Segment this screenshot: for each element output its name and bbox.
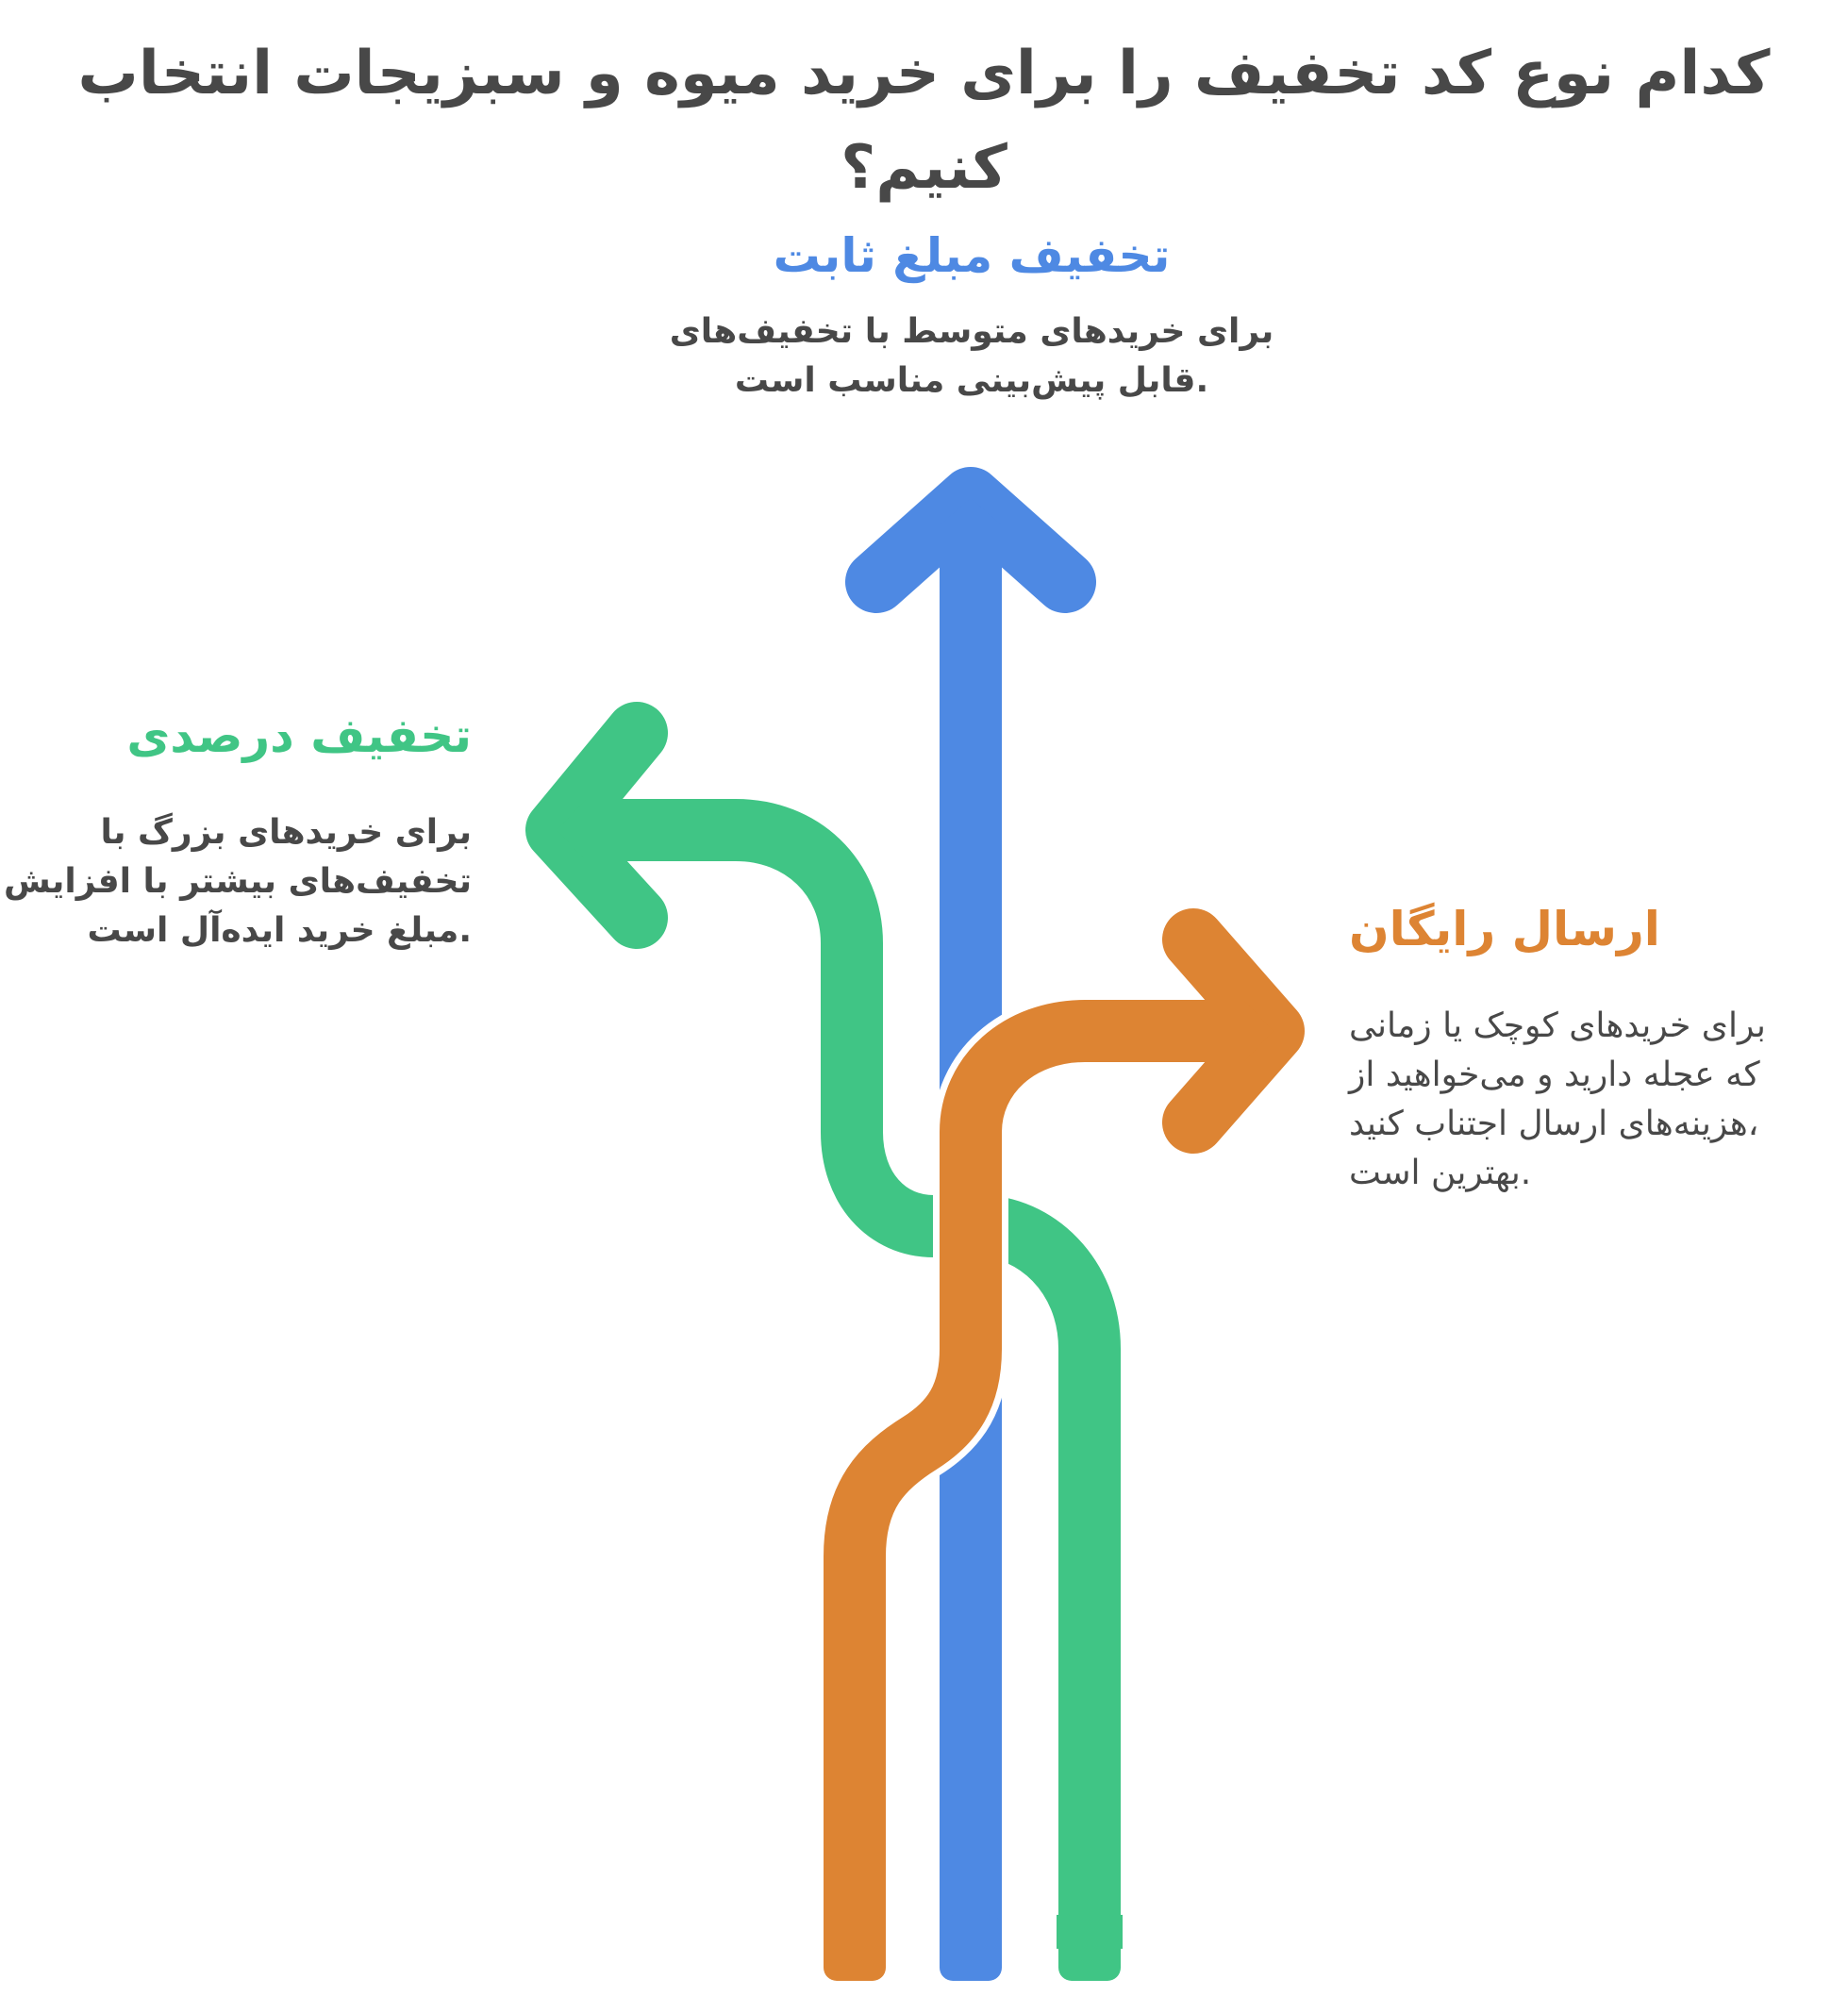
desc-line: .مبلغ خرید ایده‌آل است [87,911,472,950]
option-fixed-description: برای خریدهای متوسط با تخفیف‌های .قابل پی… [641,308,1302,406]
arrow-left-icon [525,702,1123,1949]
desc-line: برای خریدهای کوچک یا زمانی [1349,1006,1766,1045]
option-free-shipping-heading: ارسال رایگان [1349,896,1848,962]
option-percentage-heading: تخفیف درصدی [126,708,472,763]
option-percentage: تخفیف درصدی برای خریدهای بزرگ با تخفیف‌ه… [0,703,472,956]
arrow-right-icon [817,908,1305,1949]
arrow-tails [824,1915,1121,1981]
desc-line: تخفیف‌های بیشتر با افزایش [3,862,472,901]
desc-line: ،هزینه‌های ارسال اجتناب کنید [1349,1105,1759,1143]
option-fixed-heading: تخفیف مبلغ ثابت [773,228,1171,283]
option-percentage-description: برای خریدهای بزرگ با تخفیف‌های بیشتر با … [0,808,472,956]
page-title: کدام نوع کد تخفیف را برای خرید میوه و سب… [77,39,1771,203]
desc-line: .قابل پیش‌بینی مناسب است [734,361,1209,400]
desc-line: که عجله دارید و می‌خواهید از [1349,1056,1760,1094]
desc-line: برای خریدهای بزرگ با [100,813,472,852]
option-free-shipping-description: برای خریدهای کوچک یا زمانی که عجله دارید… [1349,1002,1848,1198]
desc-line: .بهترین است [1349,1154,1532,1192]
desc-line: برای خریدهای متوسط با تخفیف‌های [669,312,1274,351]
option-free-shipping: ارسال رایگان برای خریدهای کوچک یا زمانی … [1349,896,1848,1198]
option-fixed-amount: تخفیف مبلغ ثابت برای خریدهای متوسط با تخ… [641,223,1302,406]
heading-text: ارسال رایگان [1349,902,1660,956]
